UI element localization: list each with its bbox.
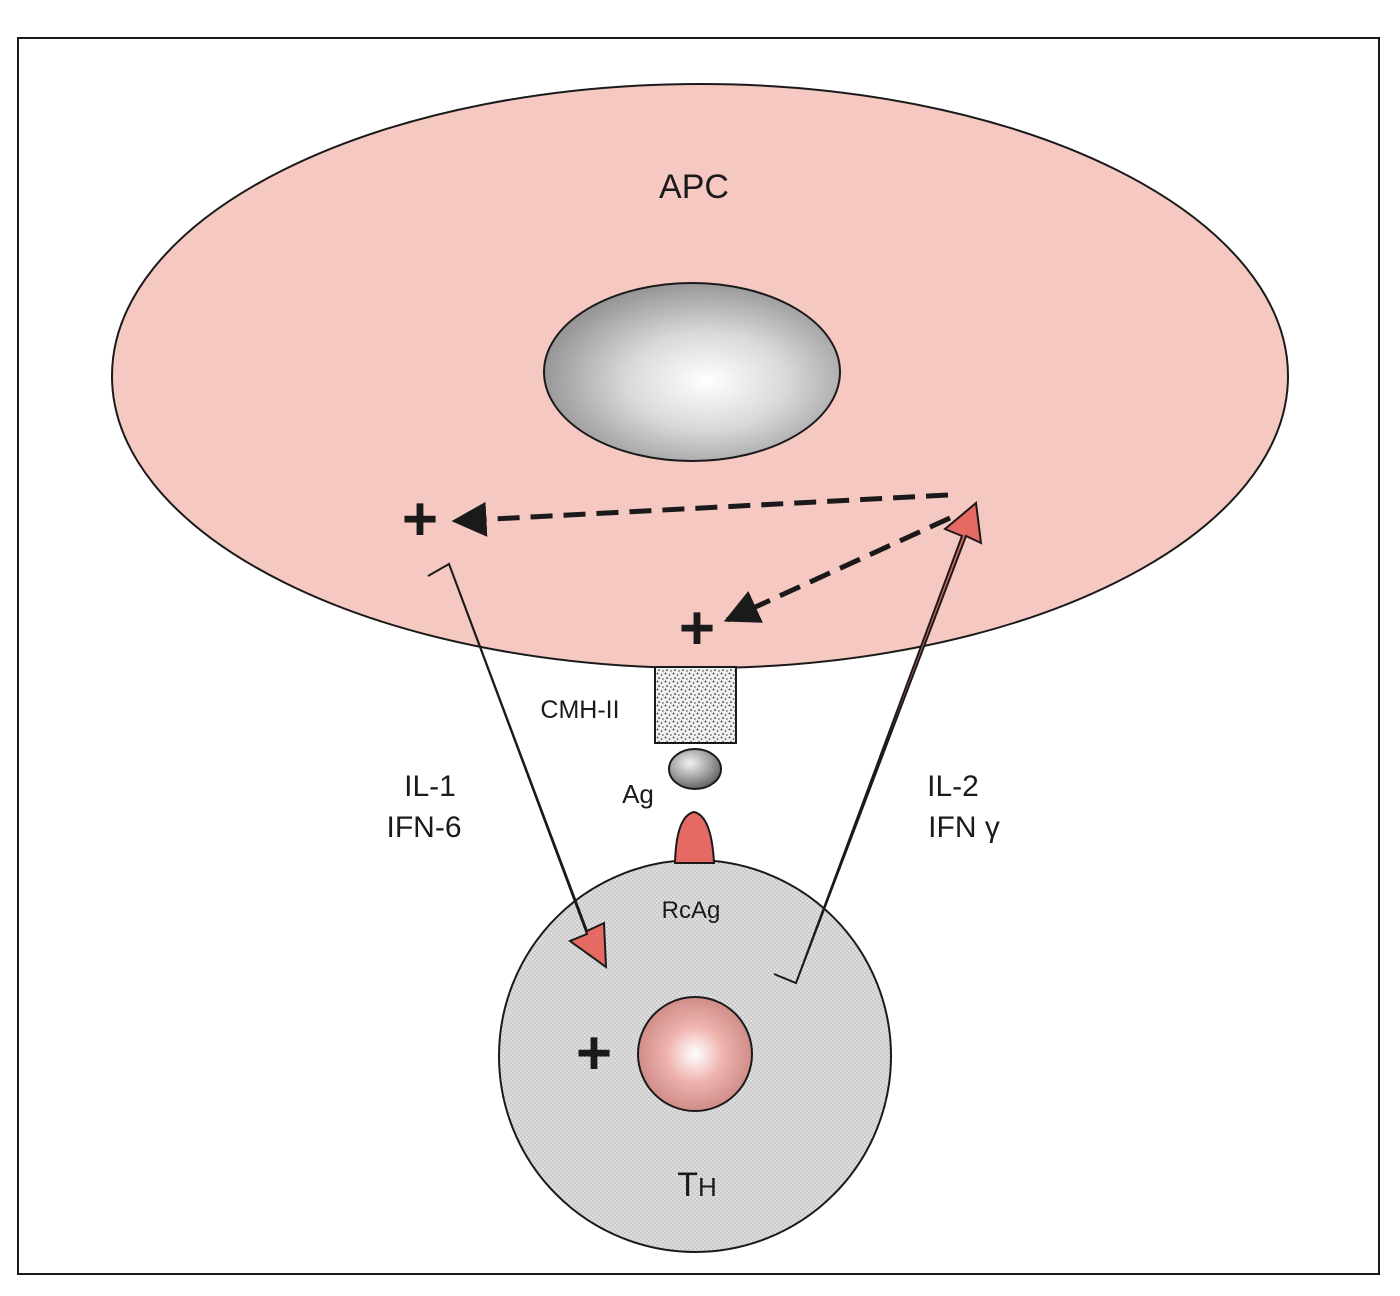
left-cytokine-line2: IFN-6 (387, 811, 462, 844)
mhc-block (654, 666, 737, 744)
ag-label: Ag (622, 779, 654, 809)
th-label: TH (677, 1166, 717, 1204)
arrow-th-to-apc (773, 501, 983, 985)
dashed-arrow-top (451, 492, 949, 537)
plus-sign-th: + (576, 1019, 612, 1088)
receptor-bump (673, 810, 716, 864)
plus-sign-apc-center: + (679, 594, 715, 663)
th-label-main: T (677, 1166, 698, 1204)
rcag-label: RcAg (662, 897, 721, 924)
right-cytokine-line2: IFN γ (928, 811, 1000, 844)
apc-label: APC (659, 168, 729, 206)
left-cytokine-line1: IL-1 (404, 770, 456, 803)
th-nucleus (637, 996, 753, 1112)
apc-nucleus (543, 282, 841, 462)
arrow-apc-to-th (427, 562, 608, 970)
right-cytokine-line1: IL-2 (927, 770, 979, 803)
antigen-sphere (668, 748, 722, 790)
cmh-label: CMH-II (540, 696, 619, 724)
plus-sign-apc-left: + (402, 485, 438, 554)
dashed-arrow-lower (723, 515, 952, 623)
th-label-sub: H (698, 1172, 717, 1202)
